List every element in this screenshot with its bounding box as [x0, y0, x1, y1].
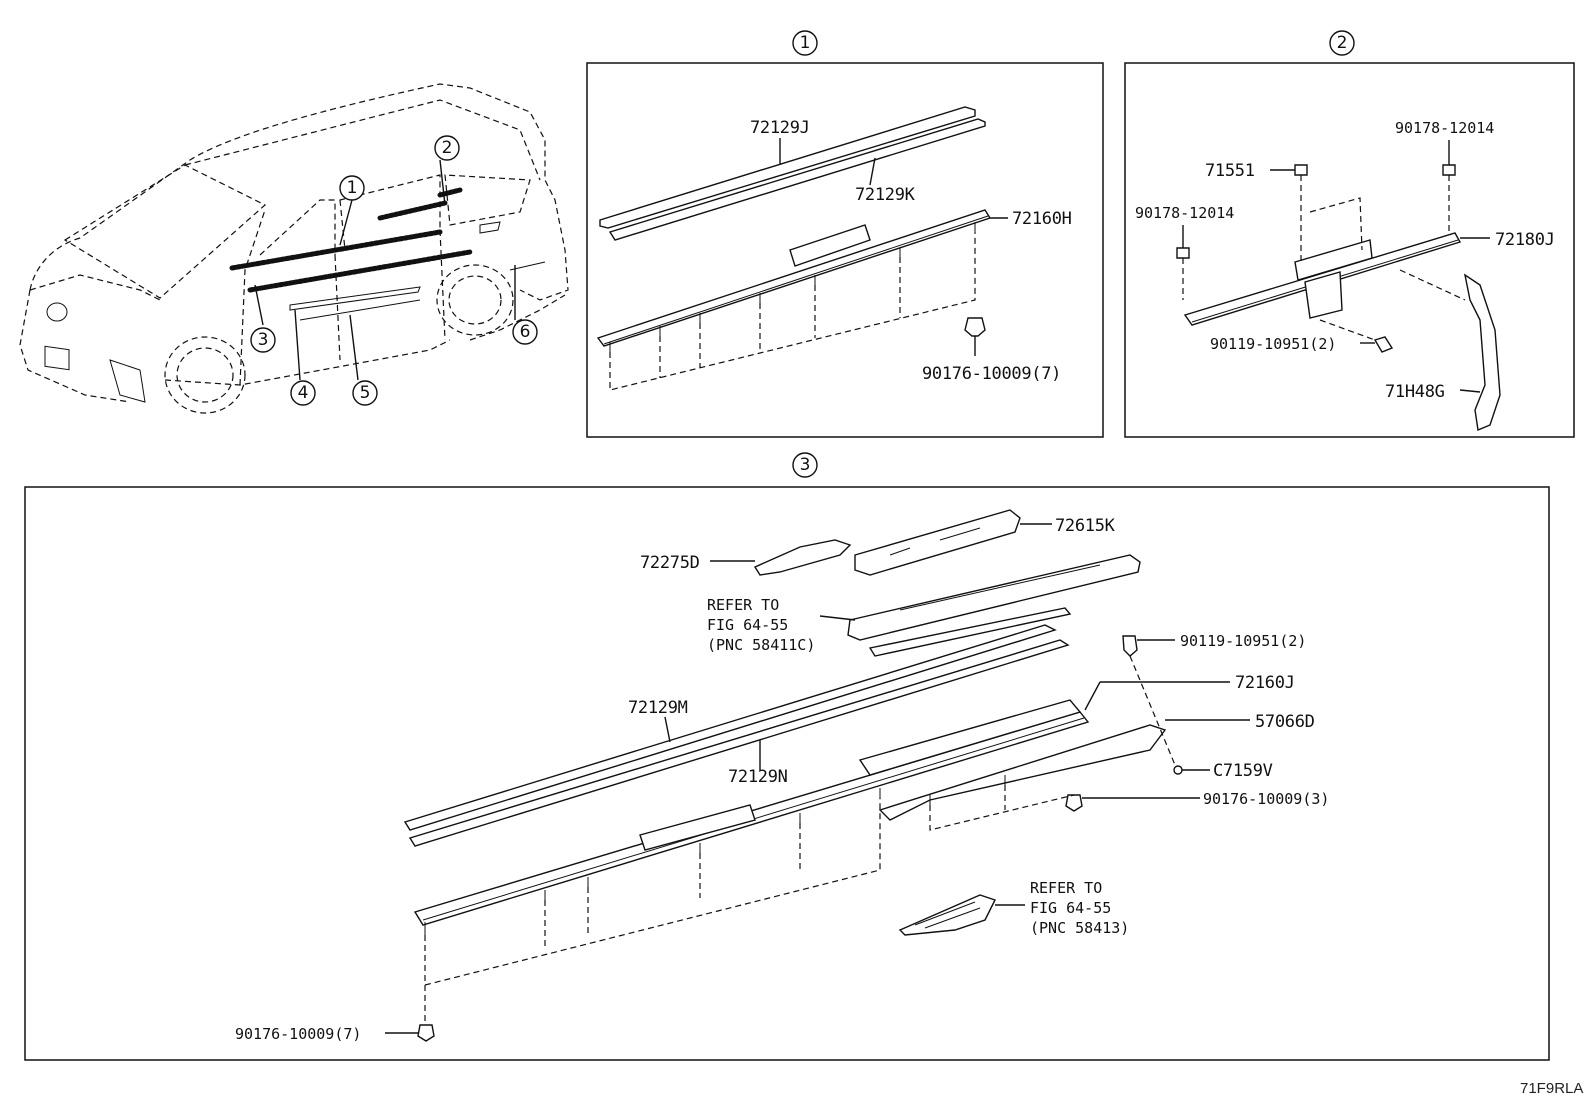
refer-note-1-line1: REFER TO	[707, 596, 779, 614]
section-2-frame	[1124, 62, 1575, 438]
part-label-57066D: 57066D	[1255, 712, 1315, 732]
panel-57066D	[878, 724, 1167, 821]
clip-90176-10009	[964, 317, 986, 337]
nut-90178-12014-a	[1442, 164, 1456, 176]
section-1-panel: 1 72129J 72129K 72160H 90176	[586, 30, 1104, 438]
refer-note-1-line2: FIG 64-55	[707, 616, 788, 634]
part-label-72129M: 72129M	[628, 698, 688, 718]
callout-2-label: 2	[442, 138, 453, 158]
part-label-90119-10951-2-s3: 90119-10951(2)	[1180, 632, 1306, 650]
part-label-72129N: 72129N	[728, 767, 788, 787]
part-label-90176-10009-7-s3: 90176-10009(7)	[235, 1025, 361, 1043]
callout-3	[250, 327, 276, 353]
moulding-72129K	[608, 118, 986, 241]
part-label-72129K: 72129K	[855, 185, 916, 205]
clip-90176-10009-7-s3	[417, 1024, 435, 1042]
callout-4-label: 4	[298, 383, 309, 403]
part-label-90176-10009-7-s1: 90176-10009(7)	[922, 364, 1061, 384]
part-label-90119-10951-2-s2: 90119-10951(2)	[1210, 335, 1336, 353]
callout-1-label: 1	[347, 178, 358, 198]
callout-3-label: 3	[258, 330, 269, 350]
garnish-72160H	[596, 209, 992, 347]
part-label-72180J: 72180J	[1495, 230, 1555, 250]
nut-71551	[1294, 164, 1308, 176]
callout-4	[290, 380, 316, 406]
part-label-72615K: 72615K	[1055, 516, 1116, 536]
part-label-72160J: 72160J	[1235, 673, 1295, 693]
refer-note-2-line3: (PNC 58413)	[1030, 919, 1129, 937]
diagram-code: 71F9RLA	[1520, 1080, 1583, 1097]
section-3-marker-label: 3	[800, 455, 811, 475]
section-1-marker	[792, 30, 818, 56]
bolt-90119-10951-s3	[1122, 635, 1138, 657]
callout-6-label: 6	[520, 322, 531, 342]
callout-6	[512, 319, 538, 345]
clip-C7159V	[1173, 765, 1183, 775]
moulding-72129J	[599, 106, 976, 229]
moulding-72129N	[408, 639, 1070, 847]
section-2-marker-label: 2	[1337, 33, 1348, 53]
part-label-72160H: 72160H	[1012, 209, 1072, 229]
part-label-90178-12014-a: 90178-12014	[1395, 119, 1494, 137]
scuff-rail-upper	[847, 554, 1141, 641]
callout-5-label: 5	[360, 383, 371, 403]
part-label-71H48G: 71H48G	[1385, 382, 1445, 402]
part-label-90178-12014-b: 90178-12014	[1135, 204, 1234, 222]
clip-90176-10009-3	[1065, 794, 1083, 812]
section-3-panel: 3	[24, 452, 1550, 1061]
section-3-frame	[24, 486, 1550, 1061]
refer-note-2-line1: REFER TO	[1030, 879, 1102, 897]
part-label-C7159V: C7159V	[1213, 761, 1273, 781]
scuff-plate-72615K	[854, 509, 1021, 576]
section-2-marker	[1329, 30, 1355, 56]
part-label-72129J: 72129J	[750, 118, 810, 138]
vehicle-illustration: 1 2 3 4 5 6	[19, 83, 569, 414]
refer-note-2-line2: FIG 64-55	[1030, 899, 1111, 917]
bracket-pnc-58413	[898, 894, 996, 936]
moulding-72129M	[403, 624, 1057, 831]
part-label-90176-10009-3: 90176-10009(3)	[1203, 790, 1329, 808]
callout-5	[352, 380, 378, 406]
bolt-90119-10951	[1373, 336, 1394, 353]
section-3-marker	[792, 452, 818, 478]
callout-1	[339, 175, 365, 201]
nut-90178-12014-b	[1176, 247, 1190, 259]
bracket-71H48G	[1463, 273, 1501, 431]
part-label-72275D: 72275D	[640, 553, 700, 573]
section-2-panel: 2 90178-12014 71551 90178-12014 72180J	[1124, 30, 1575, 438]
callout-2	[434, 135, 460, 161]
section-1-frame	[586, 62, 1104, 438]
refer-note-1-line3: (PNC 58411C)	[707, 636, 815, 654]
part-label-71551: 71551	[1205, 161, 1255, 181]
section-1-marker-label: 1	[800, 33, 811, 53]
retainer-72275D	[753, 539, 852, 576]
